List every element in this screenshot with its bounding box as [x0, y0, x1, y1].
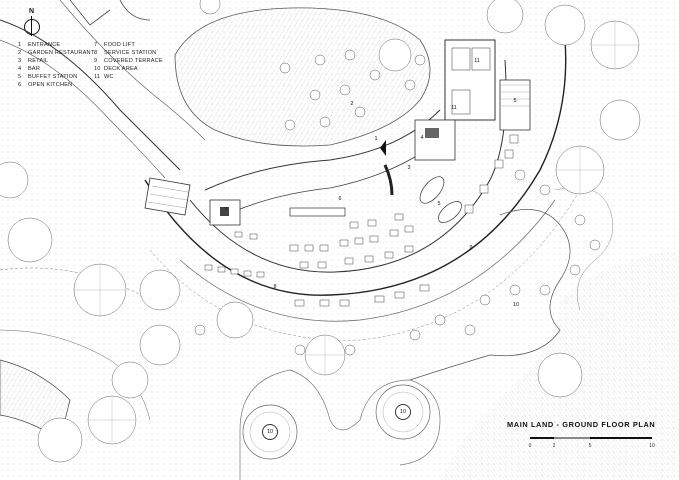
- right-deck-edge: [409, 209, 571, 381]
- scale-segment: [530, 437, 554, 439]
- tag-wc-2: 11: [451, 105, 457, 111]
- tag-entrance: 1: [374, 136, 378, 142]
- tag-deck-circle-2: 10: [395, 404, 411, 420]
- tree-rays: [74, 21, 639, 444]
- terrace-edge: [179, 199, 556, 322]
- tag-deck-circle-1: 10: [262, 424, 278, 440]
- scale-bar: 0 2 5 10: [529, 437, 655, 449]
- tag-food-lift: 7: [224, 207, 228, 213]
- main-building-inner-wall: [189, 59, 507, 273]
- tag-bar: 4: [420, 135, 424, 141]
- service-block: [414, 39, 531, 161]
- north-label: N: [29, 8, 35, 15]
- scale-label: 0: [528, 443, 532, 449]
- deck-path: [239, 369, 441, 480]
- drawing-title: MAIN LAND - GROUND FLOOR PLAN: [507, 420, 656, 429]
- bar-counters: [289, 164, 462, 223]
- tag-covered-terrace: 9: [469, 245, 473, 251]
- main-building-outer-wall: [144, 39, 567, 296]
- tag-wc-1: 11: [474, 58, 480, 64]
- garden-tables: [194, 49, 601, 356]
- scale-label: 10: [649, 443, 655, 449]
- tag-buffet-station-2: 5: [513, 98, 517, 104]
- tag-buffet-station: 5: [437, 201, 441, 207]
- tag-service-station: 8: [273, 284, 277, 290]
- north-arrow: N: [22, 8, 42, 36]
- pond: [174, 7, 431, 147]
- scale-segment: [590, 437, 652, 439]
- scale-segment: [554, 437, 590, 439]
- tag-open-kitchen: 6: [338, 196, 342, 202]
- tag-retail: 3: [407, 165, 411, 171]
- scale-label: 5: [588, 443, 592, 449]
- north-arrow-circle: [24, 19, 40, 35]
- scale-label: 2: [552, 443, 556, 449]
- entrance-stair: [144, 177, 191, 216]
- dining-tables: [204, 134, 519, 307]
- tag-deck-area: 10: [513, 302, 519, 308]
- tag-garden-restaurant: 2: [350, 101, 354, 107]
- entrance-arrow: [380, 140, 386, 156]
